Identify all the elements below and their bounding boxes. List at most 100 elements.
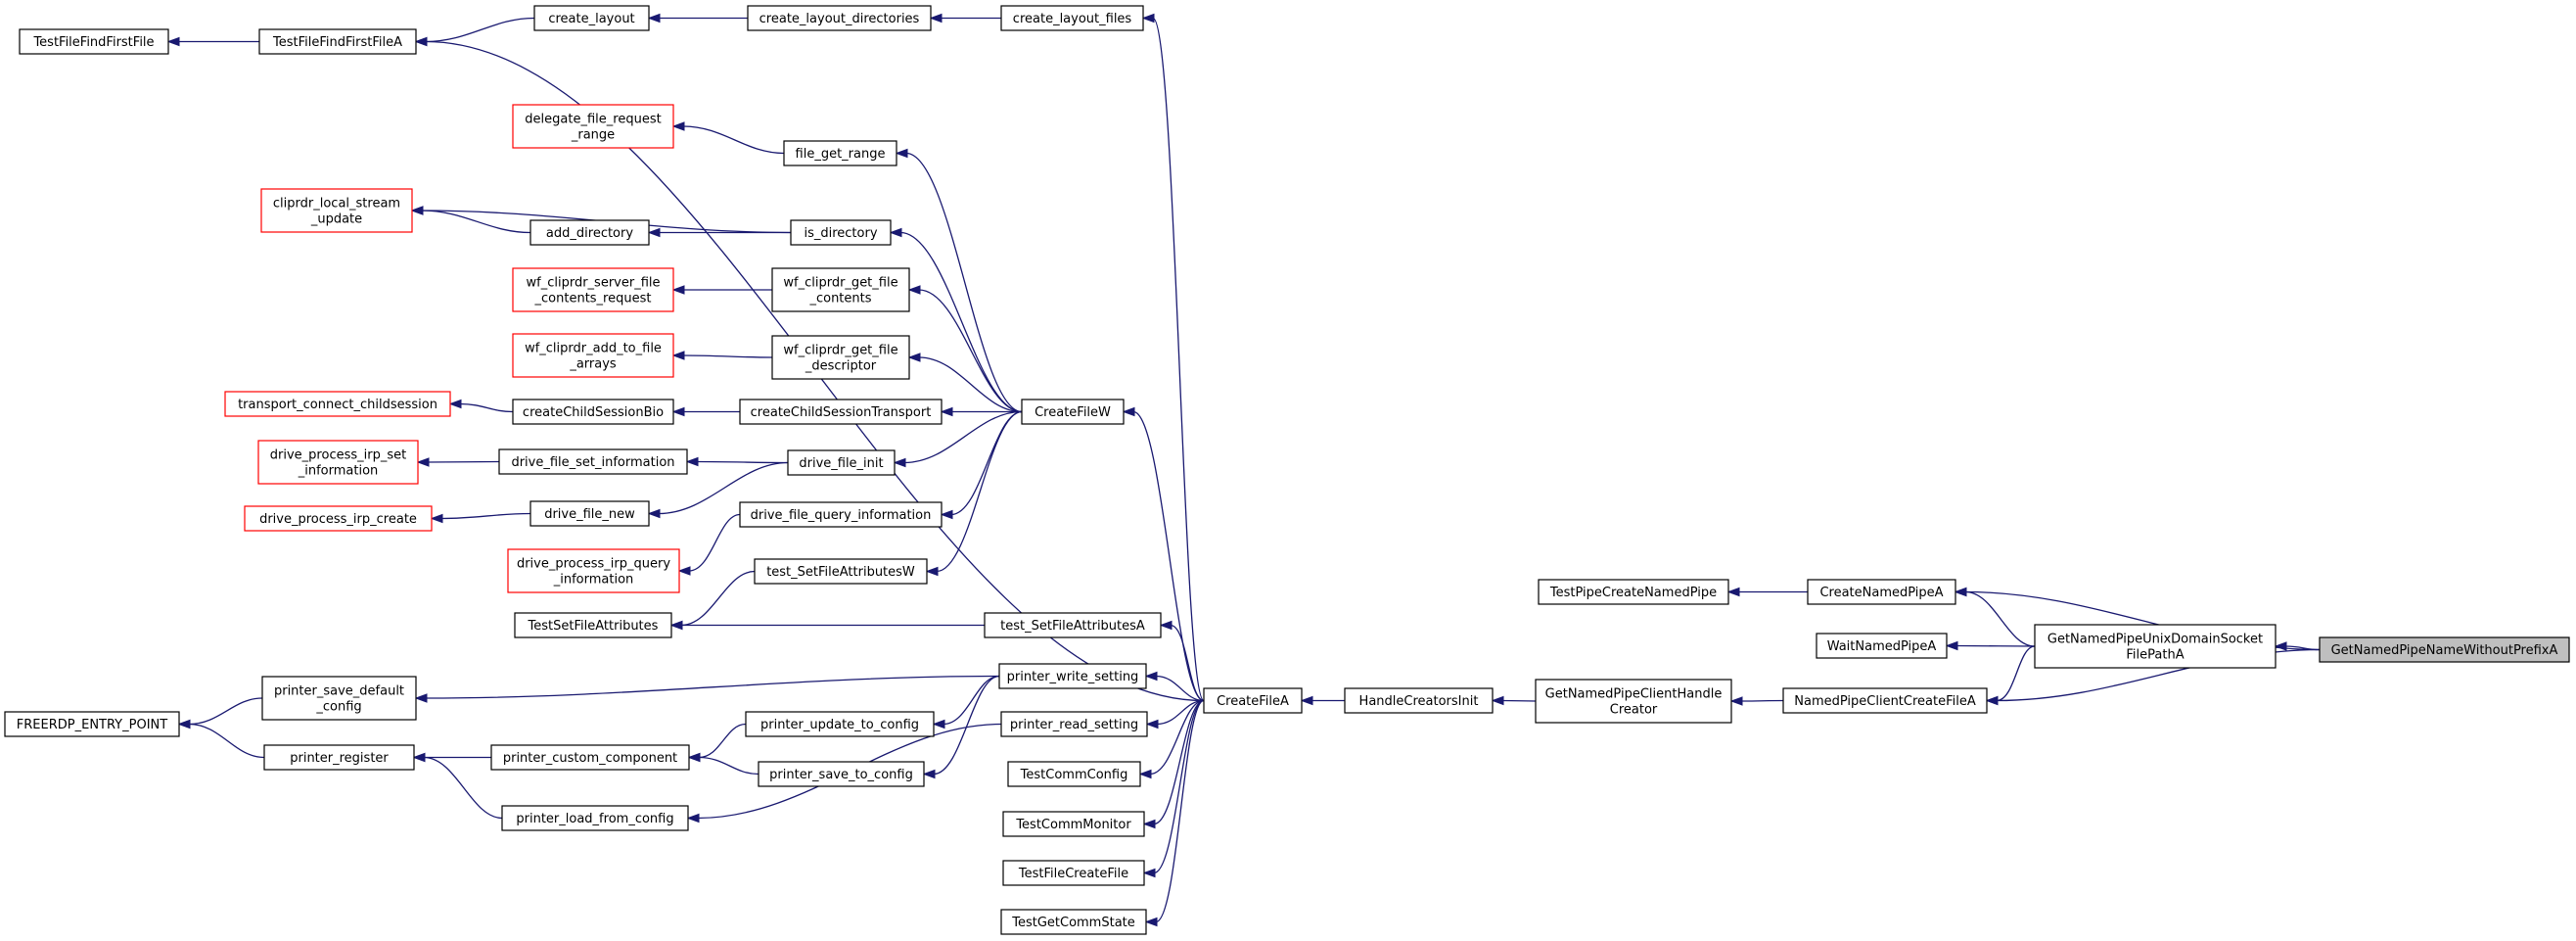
node-create-file-a[interactable]: CreateFileA — [1203, 687, 1303, 714]
edge-drive-file-new-to-drive-file-init — [647, 461, 789, 519]
node-create-child-session-bio[interactable]: createChildSessionBio — [512, 399, 674, 425]
node-create-file-w[interactable]: CreateFileW — [1021, 399, 1125, 425]
node-create-layout-directories[interactable]: create_layout_directories — [747, 5, 932, 31]
node-box — [745, 711, 935, 737]
node-printer-register[interactable]: printer_register — [263, 744, 415, 771]
edge-printer-update-to-config-to-printer-write-setting — [932, 675, 1000, 729]
node-label: _descriptor — [805, 359, 877, 374]
node-printer-write-setting[interactable]: printer_write_setting — [998, 663, 1147, 689]
node-create-child-session-transport[interactable]: createChildSessionTransport — [739, 399, 943, 425]
edge-test-file-create-file-to-create-file-a — [1142, 699, 1205, 878]
node-label: printer_save_to_config — [769, 768, 913, 782]
edge-create-file-a-to-handle-creators-init — [1300, 695, 1345, 706]
node-label: drive_file_query_information — [751, 508, 932, 523]
node-wf-cliprdr-server-file-contents-request[interactable]: wf_cliprdr_server_file_contents_request — [512, 267, 674, 312]
node-label: drive_file_init — [799, 456, 883, 471]
edge-wf-cliprdr-add-to-file-arrays-to-wf-cliprdr-get-file-descriptor — [671, 351, 773, 360]
node-box — [498, 448, 688, 475]
node-wf-cliprdr-get-file-descriptor[interactable]: wf_cliprdr_get_file_descriptor — [771, 335, 910, 380]
edge-test-set-file-attributes-to-test-set-file-attributes-w — [669, 570, 756, 631]
node-cliprdr-local-stream-update[interactable]: cliprdr_local_stream_update — [260, 188, 413, 233]
node-printer-load-from-config[interactable]: printer_load_from_config — [501, 805, 689, 831]
node-test-comm-config[interactable]: TestCommConfig — [1007, 761, 1141, 787]
edge-drive-process-irp-create-to-drive-file-new — [430, 512, 531, 524]
node-label: cliprdr_local_stream — [273, 197, 400, 212]
node-wf-cliprdr-add-to-file-arrays[interactable]: wf_cliprdr_add_to_file_arrays — [512, 333, 674, 378]
node-printer-read-setting[interactable]: printer_read_setting — [1000, 711, 1148, 737]
node-test-file-find-first-file-a[interactable]: TestFileFindFirstFileA — [258, 28, 417, 55]
node-test-pipe-create-named-pipe[interactable]: TestPipeCreateNamedPipe — [1538, 579, 1729, 605]
node-label: NamedPipeClientCreateFileA — [1794, 694, 1976, 709]
node-drive-file-new[interactable]: drive_file_new — [529, 500, 650, 527]
node-named-pipe-client-create-file-a[interactable]: NamedPipeClientCreateFileA — [1782, 687, 1988, 714]
node-printer-custom-component[interactable]: printer_custom_component — [490, 744, 690, 771]
node-drive-process-irp-set-information[interactable]: drive_process_irp_set_information — [257, 440, 419, 485]
edge-transport-connect-childsession-to-create-child-session-bio — [448, 399, 514, 413]
node-label: CreateNamedPipeA — [1819, 586, 1943, 600]
node-label: createChildSessionBio — [523, 405, 664, 420]
node-file-get-range[interactable]: file_get_range — [783, 140, 897, 166]
node-label: WaitNamedPipeA — [1827, 639, 1937, 654]
node-printer-update-to-config[interactable]: printer_update_to_config — [745, 711, 935, 737]
node-drive-process-irp-create[interactable]: drive_process_irp_create — [244, 505, 433, 532]
node-label: _contents — [808, 292, 871, 306]
node-get-named-pipe-name-without-prefix-a[interactable]: GetNamedPipeNameWithoutPrefixA — [2319, 636, 2570, 663]
node-drive-file-init[interactable]: drive_file_init — [787, 449, 896, 476]
node-test-get-comm-state[interactable]: TestGetCommState — [1000, 909, 1147, 935]
node-printer-save-default-config[interactable]: printer_save_default_config — [261, 676, 417, 721]
node-wf-cliprdr-get-file-contents[interactable]: wf_cliprdr_get_file_contents — [771, 267, 910, 312]
node-label: create_layout — [548, 12, 634, 26]
node-label: GetNamedPipeClientHandle — [1545, 687, 1723, 702]
node-printer-save-to-config[interactable]: printer_save_to_config — [758, 761, 925, 787]
node-test-set-file-attributes[interactable]: TestSetFileAttributes — [514, 612, 672, 638]
node-label: printer_custom_component — [503, 751, 677, 766]
node-box — [1000, 909, 1147, 935]
node-label: printer_update_to_config — [760, 718, 919, 732]
node-box — [754, 558, 928, 585]
node-box — [512, 104, 674, 149]
node-test-comm-monitor[interactable]: TestCommMonitor — [1002, 811, 1145, 837]
node-label: printer_save_default — [274, 684, 404, 699]
node-test-file-find-first-file[interactable]: TestFileFindFirstFile — [19, 28, 169, 55]
node-box — [1007, 761, 1141, 787]
node-wait-named-pipe-a[interactable]: WaitNamedPipeA — [1816, 633, 1948, 659]
node-test-file-create-file[interactable]: TestFileCreateFile — [1002, 860, 1145, 886]
node-label: wf_cliprdr_add_to_file — [525, 342, 662, 356]
node-box — [1000, 5, 1144, 31]
node-label: TestSetFileAttributes — [528, 619, 659, 634]
node-test-set-file-attributes-a[interactable]: test_SetFileAttributesA — [984, 612, 1162, 638]
node-box — [2319, 636, 2570, 663]
edge-create-child-session-bio-to-create-child-session-transport — [671, 406, 740, 417]
node-create-layout[interactable]: create_layout — [533, 5, 650, 31]
node-label: wf_cliprdr_get_file — [783, 344, 897, 358]
node-label: add_directory — [546, 226, 633, 241]
node-box — [1000, 711, 1148, 737]
edge-create-file-w-to-create-file-a — [1122, 406, 1205, 702]
node-label: CreateFileA — [1217, 694, 1289, 709]
node-label: FilePathA — [2126, 648, 2184, 663]
node-box — [1535, 679, 1732, 724]
node-is-directory[interactable]: is_directory — [790, 219, 892, 246]
node-label: drive_process_irp_create — [259, 512, 417, 527]
node-freerdp-entry-point[interactable]: FREERDP_ENTRY_POINT — [4, 711, 180, 737]
node-label: drive_process_irp_set — [270, 448, 406, 463]
node-add-directory[interactable]: add_directory — [529, 219, 650, 246]
node-drive-file-query-information[interactable]: drive_file_query_information — [739, 501, 943, 528]
edge-test-file-find-first-file-to-test-file-find-first-file-a — [166, 36, 259, 47]
node-box — [790, 219, 892, 246]
node-drive-process-irp-query-information[interactable]: drive_process_irp_query_information — [507, 548, 680, 593]
node-delegate-file-request-range[interactable]: delegate_file_request_range — [512, 104, 674, 149]
edge-printer-write-setting-to-create-file-a — [1144, 671, 1205, 702]
node-create-layout-files[interactable]: create_layout_files — [1000, 5, 1144, 31]
node-box — [501, 805, 689, 831]
node-transport-connect-childsession[interactable]: transport_connect_childsession — [224, 391, 451, 417]
node-handle-creators-init[interactable]: HandleCreatorsInit — [1344, 687, 1494, 714]
node-label: TestCommMonitor — [1015, 818, 1131, 832]
node-box — [1807, 579, 1956, 605]
node-label: TestGetCommState — [1011, 916, 1135, 930]
node-drive-file-set-information[interactable]: drive_file_set_information — [498, 448, 688, 475]
node-create-named-pipe-a[interactable]: CreateNamedPipeA — [1807, 579, 1956, 605]
node-test-set-file-attributes-w[interactable]: test_SetFileAttributesW — [754, 558, 928, 585]
